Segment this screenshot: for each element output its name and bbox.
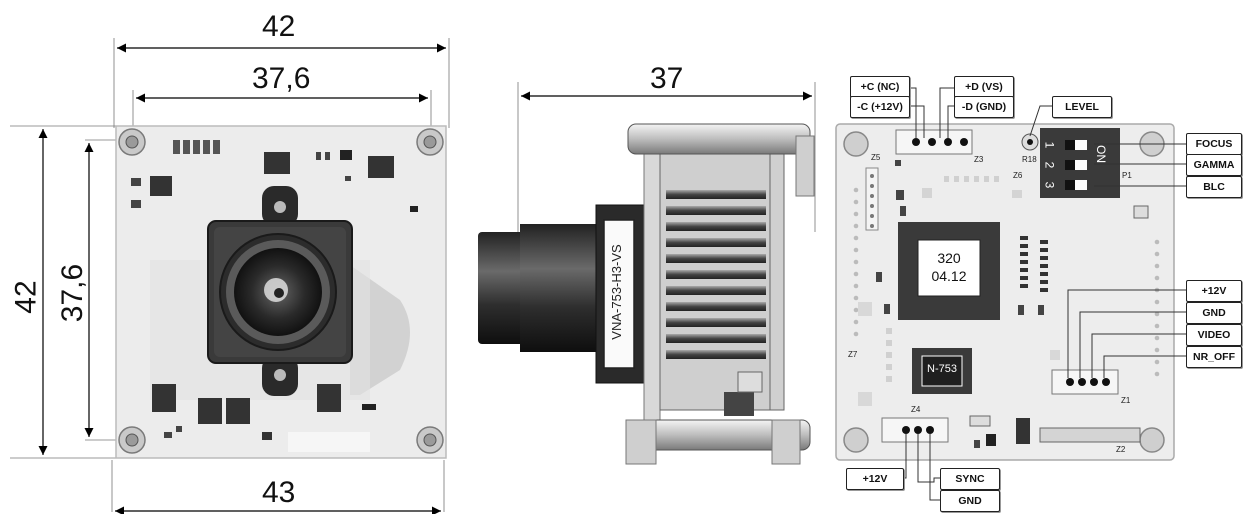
label-minus-c: -C (+12V) <box>850 96 910 118</box>
label-nr-off: NR_OFF <box>1186 346 1242 368</box>
marking-r18: R18 <box>1022 155 1037 164</box>
back-view <box>835 87 1186 501</box>
dim-front-width-outer: 42 <box>262 10 296 43</box>
marking-p1: P1 <box>1122 171 1132 180</box>
dip-1-label: 1 <box>1042 141 1057 149</box>
marking-z1: Z1 <box>1121 396 1131 405</box>
dip-2-label: 2 <box>1042 161 1057 169</box>
marking-z6: Z6 <box>1013 171 1023 180</box>
marking-z4: Z4 <box>911 405 921 414</box>
front-view <box>10 38 450 514</box>
dip-on-label: ON <box>1094 145 1108 163</box>
main-chip-line2: 04.12 <box>931 268 967 284</box>
marking-z2: Z2 <box>1116 445 1126 454</box>
dim-front-height-outer: 42 <box>9 280 43 314</box>
lens-holder-label: VNA-753-H3-VS <box>609 244 624 340</box>
label-focus: FOCUS <box>1186 133 1242 155</box>
label-level: LEVEL <box>1052 96 1112 118</box>
dim-front-bottom-width: 43 <box>262 476 296 509</box>
label-gnd-right: GND <box>1186 302 1242 324</box>
side-view <box>478 82 816 465</box>
marking-z5: Z5 <box>871 153 881 162</box>
marking-z7: Z7 <box>848 350 858 359</box>
label-blc: BLC <box>1186 176 1242 198</box>
dip-3-label: 3 <box>1042 181 1057 189</box>
label-12v-right: +12V <box>1186 280 1242 302</box>
label-gnd-bottom: GND <box>940 490 1000 512</box>
dim-front-height-inner: 37,6 <box>56 263 90 323</box>
label-sync: SYNC <box>940 468 1000 490</box>
dim-side-depth: 37 <box>650 62 684 95</box>
label-video: VIDEO <box>1186 324 1242 346</box>
marking-z3: Z3 <box>974 155 984 164</box>
dim-front-width-inner: 37,6 <box>252 62 311 95</box>
secondary-chip-label: N-753 <box>927 363 957 375</box>
label-plus-d: +D (VS) <box>954 76 1014 98</box>
main-chip-line1: 320 <box>937 250 961 266</box>
label-minus-d: -D (GND) <box>954 96 1014 118</box>
label-12v-bottom: +12V <box>846 468 904 490</box>
label-gamma: GAMMA <box>1186 154 1242 176</box>
label-plus-c: +C (NC) <box>850 76 910 98</box>
